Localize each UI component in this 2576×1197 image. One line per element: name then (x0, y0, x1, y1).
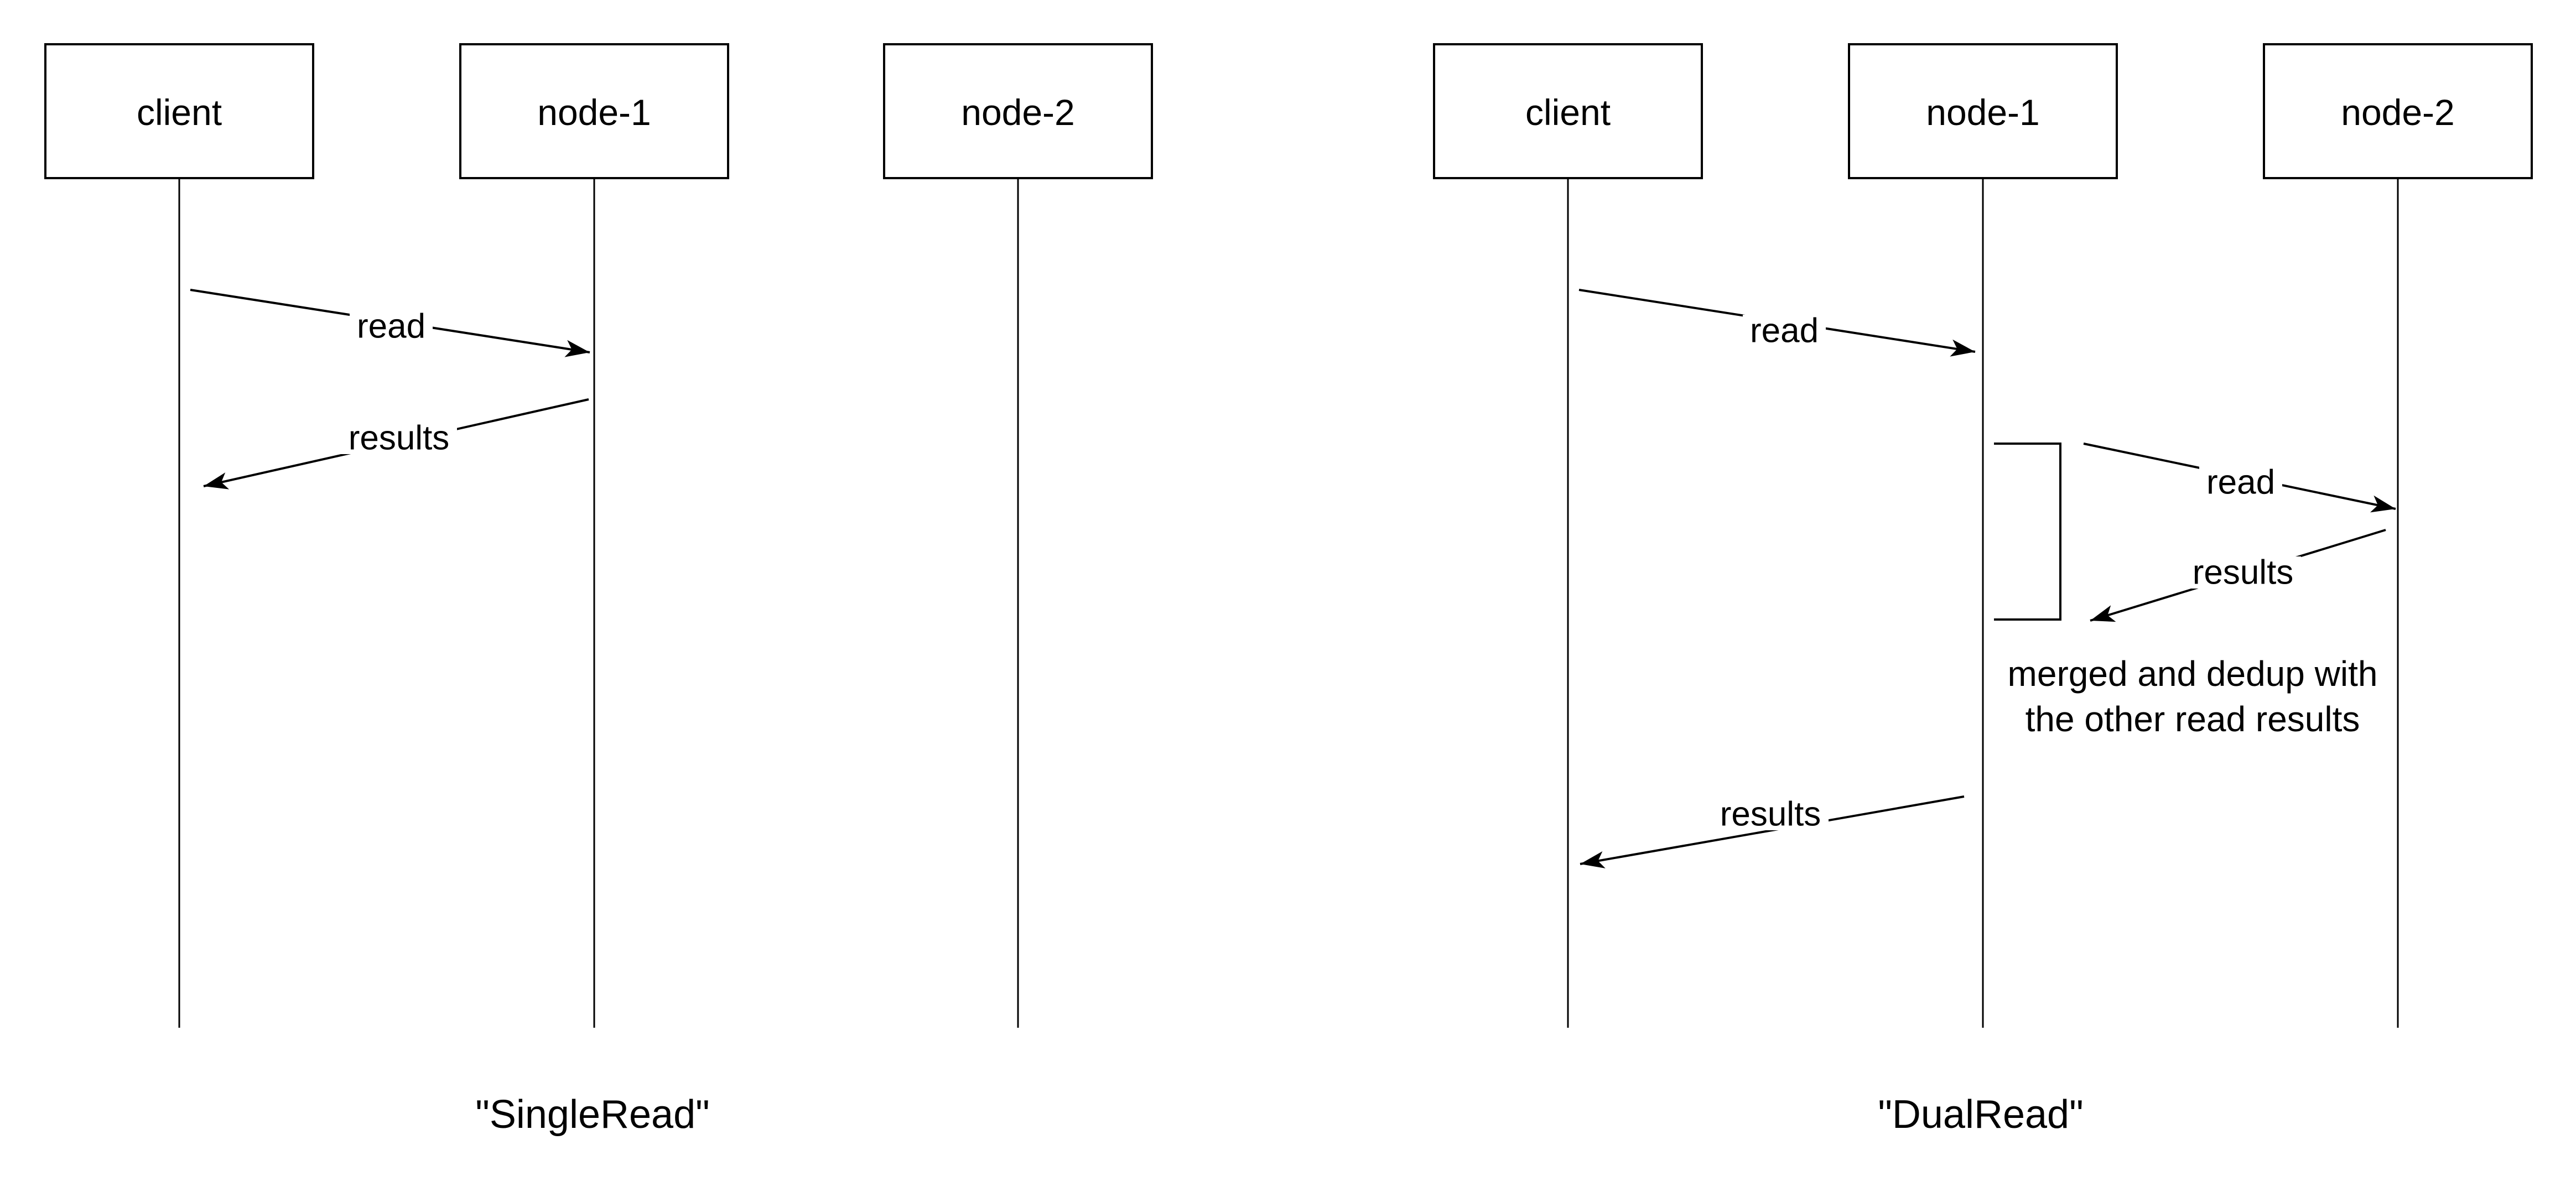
message-label-background (1743, 315, 1826, 347)
message-results-node1-to-client: results (203, 398, 589, 490)
actor-box (883, 43, 1153, 179)
message-results-node2-to-node1: results (2090, 529, 2386, 622)
message-label-background (2199, 466, 2282, 498)
actor-node-2: node-2 (2263, 43, 2533, 1028)
diagram-singleread: client node-1 node-2 read results "Singl… (44, 43, 1153, 1137)
actor-label: node-2 (961, 92, 1075, 133)
message-label-background (2185, 556, 2301, 589)
message-label: read (357, 308, 425, 346)
note-line-1: merged and dedup with (2008, 654, 2378, 694)
message-label-background (1712, 798, 1829, 830)
message-read-node1-to-node2: read (2083, 443, 2396, 513)
actor-label: node-1 (1926, 92, 2040, 133)
actor-label: client (137, 92, 222, 133)
actor-box (459, 43, 729, 179)
message-results-node1-to-client: results (1580, 795, 1965, 868)
message-label: results (1720, 795, 1821, 834)
actor-label: client (1525, 92, 1611, 133)
message-read-client-to-node1: read (190, 289, 590, 357)
actor-label: node-1 (537, 92, 651, 133)
actor-box (44, 43, 314, 179)
note-merged-dedup: merged and dedup with the other read res… (2008, 654, 2378, 739)
message-label: read (1750, 312, 1819, 350)
message-label: results (349, 419, 450, 457)
message-label: results (2193, 554, 2294, 592)
actor-box (1433, 43, 1703, 179)
diagram-dualread: client node-1 node-2 read read r (1433, 43, 2533, 1137)
message-label-background (341, 422, 457, 454)
actor-node-2: node-2 (883, 43, 1153, 1028)
actor-node-1: node-1 (1848, 43, 2118, 1028)
note-line-2: the other read results (2026, 699, 2360, 739)
node1-activation-bracket (1994, 443, 2061, 621)
diagram-caption: "DualRead" (1878, 1092, 2083, 1137)
diagram-caption: "SingleRead" (475, 1092, 709, 1137)
message-read-client-to-node1: read (1578, 289, 1976, 357)
actor-client: client (44, 43, 314, 1028)
actor-client: client (1433, 43, 1703, 1028)
actor-label: node-2 (2341, 92, 2455, 133)
message-label-background (350, 310, 433, 342)
message-label: read (2206, 464, 2275, 502)
actor-node-1: node-1 (459, 43, 729, 1028)
